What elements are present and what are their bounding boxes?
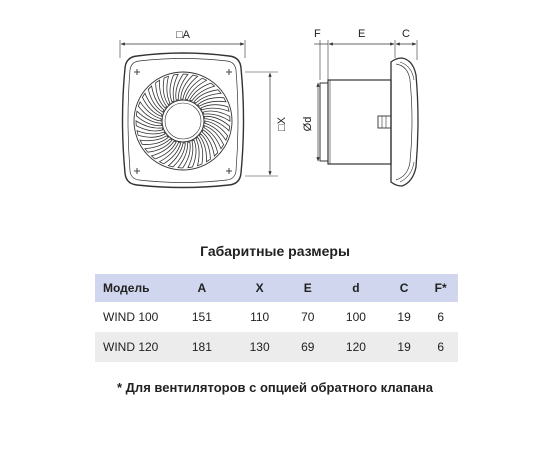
grille-vane (180, 74, 199, 100)
table-cell: 6 (437, 310, 445, 324)
dim-label-e: E (358, 28, 365, 40)
grille-vane (169, 73, 179, 103)
table-row: WIND 120 181 130 69 120 19 6 (95, 332, 458, 362)
grille-vane (203, 125, 225, 150)
grille-vane (147, 85, 165, 113)
dim-label-x: □X (276, 116, 288, 131)
grille-vane (175, 73, 189, 101)
column-header: d (327, 274, 385, 302)
dim-label-a: □A (176, 29, 191, 41)
grille-vane (155, 79, 168, 109)
grille-vane (135, 110, 162, 127)
table-row: WIND 100 151 110 70 100 19 6 (95, 302, 458, 332)
grille-vane (193, 89, 222, 104)
table-cell: 69 (288, 332, 328, 362)
section-title: Габаритные размеры (200, 243, 350, 259)
table-cell: 100 (345, 310, 366, 324)
table-cell: 70 (301, 310, 315, 324)
grille-vane (150, 140, 177, 160)
table-cell: 6 (423, 332, 458, 362)
grille-vane (189, 82, 216, 102)
table-header-row: Модель A X E d C F* (95, 274, 458, 302)
table-cell: 120 (327, 332, 385, 362)
dim-label-d: Ød (302, 117, 314, 132)
dim-label-f: F (314, 28, 321, 40)
column-header: A (173, 274, 231, 302)
grille-vane (167, 142, 186, 168)
grille-vane (187, 139, 197, 169)
table-cell: WIND 120 (95, 332, 173, 362)
table-cell: 19 (397, 310, 411, 324)
table-cell: 19 (384, 332, 424, 362)
column-header: X (230, 274, 289, 302)
grille-vane (201, 129, 219, 157)
grille-vane (198, 133, 211, 163)
grille-vane (135, 120, 164, 132)
footnote: * Для вентиляторов с опцией обратного кл… (117, 380, 433, 395)
grille-vane (195, 136, 204, 167)
dim-label-c: C (402, 28, 410, 40)
technical-drawing: □A □X F E C Ød (119, 28, 419, 189)
grille-vane (136, 130, 166, 138)
table-cell: 130 (230, 332, 289, 362)
front-view (119, 40, 278, 189)
column-header: C (384, 274, 424, 302)
grille-vane (197, 97, 227, 107)
column-header: E (288, 274, 328, 302)
grille-vane (204, 120, 229, 142)
table-cell: 151 (191, 310, 212, 324)
grille-vane (158, 142, 182, 165)
table-cell: 110 (250, 310, 270, 324)
grille-vane (202, 110, 231, 122)
grille-vane (177, 141, 191, 169)
dimensions-table: Модель A X E d C F* WIND 100 151 110 70 … (95, 274, 458, 362)
grille-vane (162, 75, 171, 106)
grille-vane (139, 135, 169, 145)
side-view (314, 40, 419, 187)
grille-vane (204, 115, 231, 132)
table-cell: WIND 100 (103, 310, 159, 324)
column-header: F* (423, 274, 458, 302)
grille-vane (200, 104, 230, 112)
grille-vane (184, 77, 208, 100)
table-cell: 181 (173, 332, 231, 362)
grille-vane (141, 92, 163, 117)
grille-vane (144, 138, 173, 153)
grille-vane (137, 100, 162, 122)
column-header: Модель (95, 274, 173, 302)
